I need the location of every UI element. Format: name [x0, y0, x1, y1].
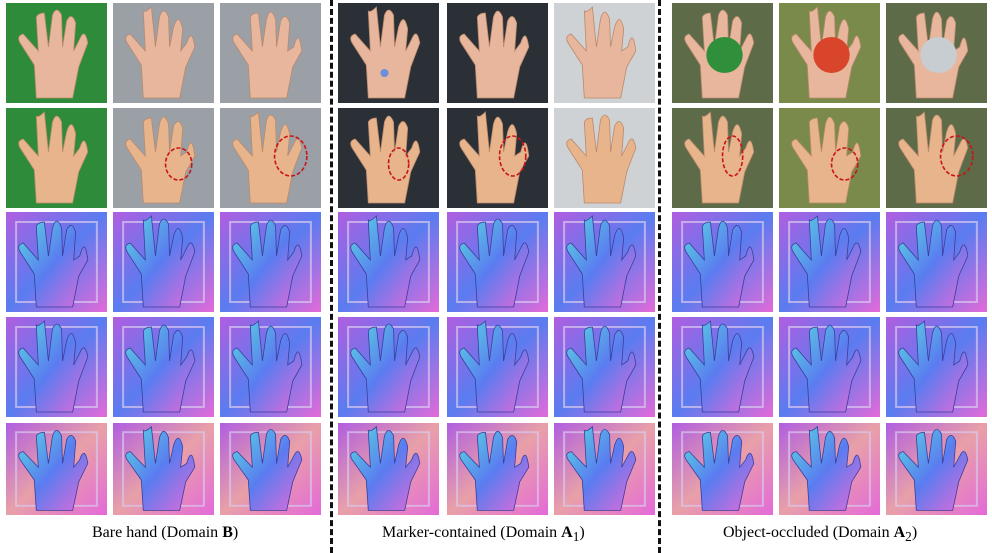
caption-marker-sub: 1 [572, 529, 580, 545]
panel-object-normal-b-2 [779, 317, 880, 417]
panel-marker-normal-c-1 [338, 423, 439, 515]
caption-bare-hand: Bare hand (Domain B) [92, 524, 238, 542]
caption-object-domain: A [893, 524, 906, 541]
caption-marker-suffix: ) [579, 524, 585, 541]
panel-bare-photo-2 [113, 3, 214, 103]
panel-object-normal-a-3 [886, 212, 987, 312]
panel-bare-normal-b-2 [113, 317, 214, 417]
caption-marker-contained: Marker-contained (Domain A1) [382, 524, 585, 545]
panel-bare-normal-b-1 [6, 317, 107, 417]
panel-object-normal-a-1 [672, 212, 773, 312]
divider-left [330, 0, 333, 553]
panel-marker-normal-b-1 [338, 317, 439, 417]
panel-marker-normal-c-3 [554, 423, 655, 515]
panel-marker-mesh-2 [447, 108, 548, 208]
panel-object-photo-1 [672, 3, 773, 103]
divider-right [658, 0, 661, 553]
caption-object-suffix: ) [911, 524, 918, 541]
panel-marker-normal-a-3 [554, 212, 655, 312]
panel-marker-mesh-1 [338, 108, 439, 208]
caption-bare-domain: B [222, 524, 233, 541]
panel-object-mesh-2 [779, 108, 880, 208]
caption-marker-domain: A [561, 524, 573, 541]
panel-object-photo-2 [779, 3, 880, 103]
panel-bare-photo-3 [220, 3, 321, 103]
panel-marker-normal-a-1 [338, 212, 439, 312]
panel-object-normal-c-3 [886, 423, 987, 515]
panel-bare-normal-a-1 [6, 212, 107, 312]
caption-object-prefix: Object-occluded (Domain [723, 524, 894, 541]
panel-bare-normal-a-3 [220, 212, 321, 312]
panel-object-normal-c-1 [672, 423, 773, 515]
panel-bare-photo-1 [6, 3, 107, 103]
panel-marker-normal-a-2 [447, 212, 548, 312]
panel-bare-normal-c-3 [220, 423, 321, 515]
panel-marker-photo-1 [338, 3, 439, 103]
panel-marker-normal-c-2 [447, 423, 548, 515]
caption-bare-prefix: Bare hand (Domain [92, 524, 223, 541]
panel-marker-normal-b-2 [447, 317, 548, 417]
caption-bare-suffix: ) [232, 524, 239, 541]
caption-object-occluded: Object-occluded (Domain A2) [723, 524, 917, 545]
panel-marker-photo-2 [447, 3, 548, 103]
panel-object-mesh-1 [672, 108, 773, 208]
panel-marker-mesh-3 [554, 108, 655, 208]
panel-bare-normal-c-2 [113, 423, 214, 515]
panel-bare-normal-b-3 [220, 317, 321, 417]
caption-marker-prefix: Marker-contained (Domain [382, 524, 562, 541]
panel-object-photo-3 [886, 3, 987, 103]
panel-bare-normal-c-1 [6, 423, 107, 515]
panel-marker-photo-3 [554, 3, 655, 103]
panel-object-normal-a-2 [779, 212, 880, 312]
panel-marker-normal-b-3 [554, 317, 655, 417]
panel-object-normal-c-2 [779, 423, 880, 515]
panel-object-mesh-3 [886, 108, 987, 208]
panel-bare-mesh-1 [6, 108, 107, 208]
caption-object-sub: 2 [905, 529, 912, 545]
panel-object-normal-b-1 [672, 317, 773, 417]
panel-object-normal-b-3 [886, 317, 987, 417]
panel-bare-mesh-3 [220, 108, 321, 208]
panel-bare-normal-a-2 [113, 212, 214, 312]
panel-bare-mesh-2 [113, 108, 214, 208]
